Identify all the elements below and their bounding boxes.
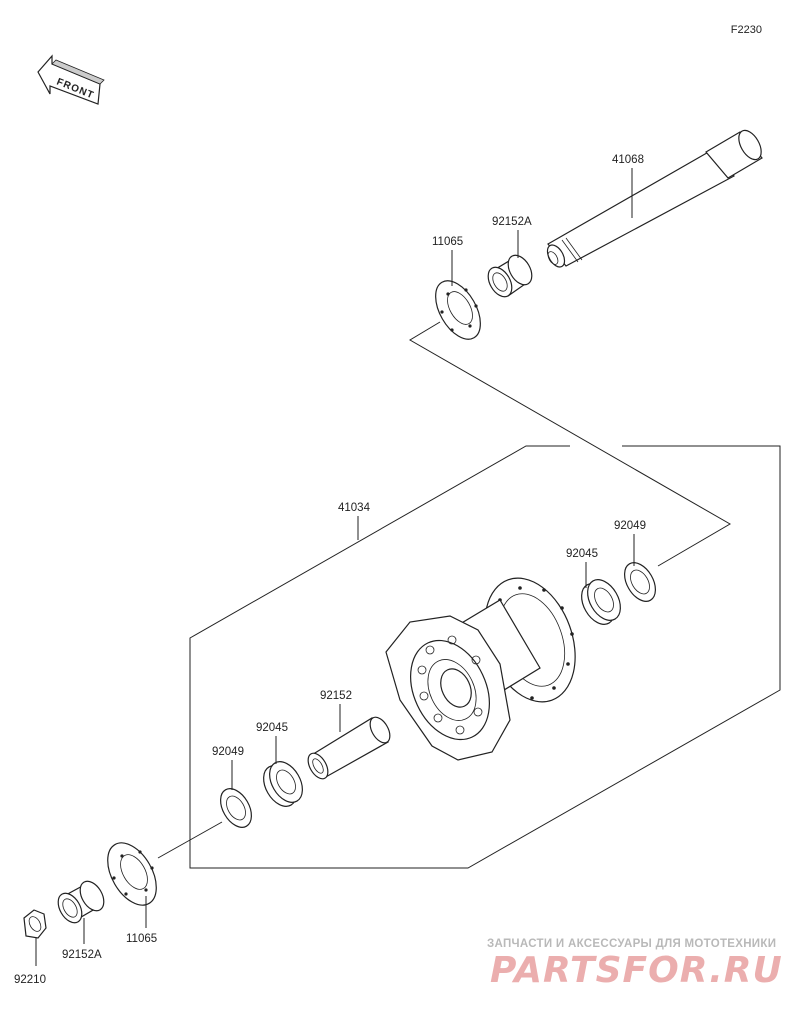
label-spacer: 92152: [320, 690, 352, 702]
label-rotor-bottom: 11065: [126, 933, 157, 945]
bearing-right: [581, 579, 621, 625]
watermark-tagline: ЗАПЧАСТИ И АКСЕССУАРЫ ДЛЯ МОТОТЕХНИКИ: [487, 938, 777, 950]
label-bearing-left: 92045: [256, 722, 288, 734]
collar-top: [487, 254, 533, 298]
nut: [23, 909, 47, 939]
label-hub: 41034: [338, 502, 371, 514]
seal-left: [220, 788, 252, 828]
label-axle: 41068: [612, 154, 644, 166]
label-collar-bottom: 92152A: [62, 949, 102, 961]
collar-bottom: [57, 880, 105, 924]
label-nut: 92210: [14, 974, 46, 986]
label-bearing-right: 92045: [566, 548, 598, 560]
bearing-left: [263, 761, 303, 807]
rotor-bottom: [107, 842, 157, 906]
label-collar-top: 92152A: [492, 216, 532, 228]
figure-code: F2230: [730, 24, 762, 36]
label-seal-right: 92049: [614, 520, 646, 532]
rotor-top: [435, 280, 481, 340]
seal-right: [624, 562, 656, 602]
spacer: [307, 716, 391, 780]
hub: [385, 577, 576, 761]
label-rotor-top: 11065: [432, 236, 463, 248]
axle: [546, 129, 763, 268]
label-seal-left: 92049: [212, 746, 244, 758]
front-arrow-icon: FRONT: [37, 54, 105, 105]
watermark-logo: PARTSFOR.RU: [490, 950, 783, 991]
